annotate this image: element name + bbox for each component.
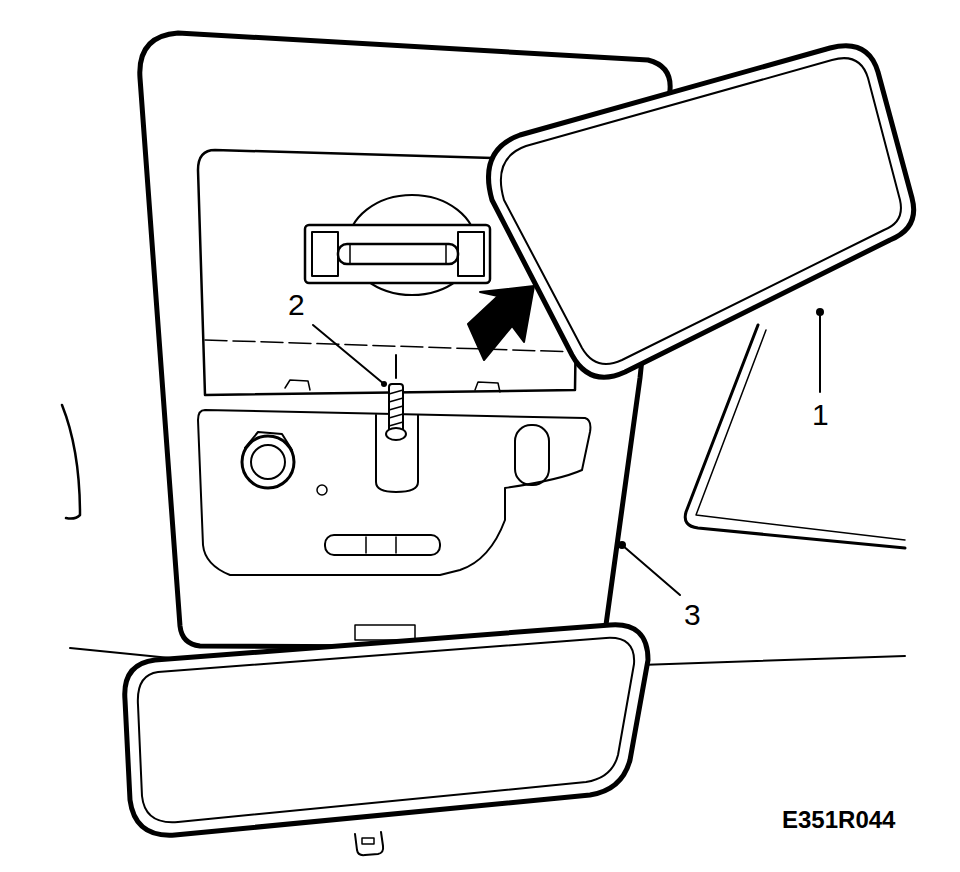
opening-edge (205, 340, 576, 352)
lamp-contact (458, 232, 484, 276)
lamp-bulb (350, 244, 446, 264)
hole (317, 485, 327, 495)
clip (285, 380, 310, 390)
rear-view-mirror (125, 625, 648, 835)
vanity-mirror (501, 58, 901, 364)
leader-line (313, 325, 384, 384)
mirror-tab (355, 832, 383, 855)
leader-line (819, 312, 821, 392)
vanity-mirror (489, 46, 914, 377)
screw-axis (395, 355, 397, 378)
switch-knob (242, 436, 294, 488)
console-recess (198, 410, 590, 575)
headliner-line (640, 656, 905, 665)
rear-view-mirror (138, 638, 634, 822)
window-outline (685, 325, 905, 548)
screw-thread (389, 390, 403, 426)
callout-number: 2 (288, 290, 305, 320)
window-outline (696, 330, 905, 540)
switch-slot (366, 537, 396, 553)
leader-line (622, 545, 680, 595)
mirror-tab (362, 838, 374, 844)
screw-head (386, 428, 406, 440)
tab (355, 625, 415, 640)
pillar-line (62, 405, 80, 519)
direction-arrow (468, 286, 534, 360)
callout-number: 1 (812, 400, 829, 430)
clip (475, 382, 500, 392)
switch-knob (245, 432, 292, 450)
figure-code: E351R044 (782, 808, 895, 832)
switch-slot (325, 535, 440, 555)
lamp-bulb (338, 244, 458, 264)
lamp-holder (305, 225, 490, 283)
lamp-contact (312, 232, 338, 276)
oval-slot (515, 425, 549, 485)
switch-knob (251, 445, 285, 479)
callout-number: 3 (684, 600, 701, 630)
